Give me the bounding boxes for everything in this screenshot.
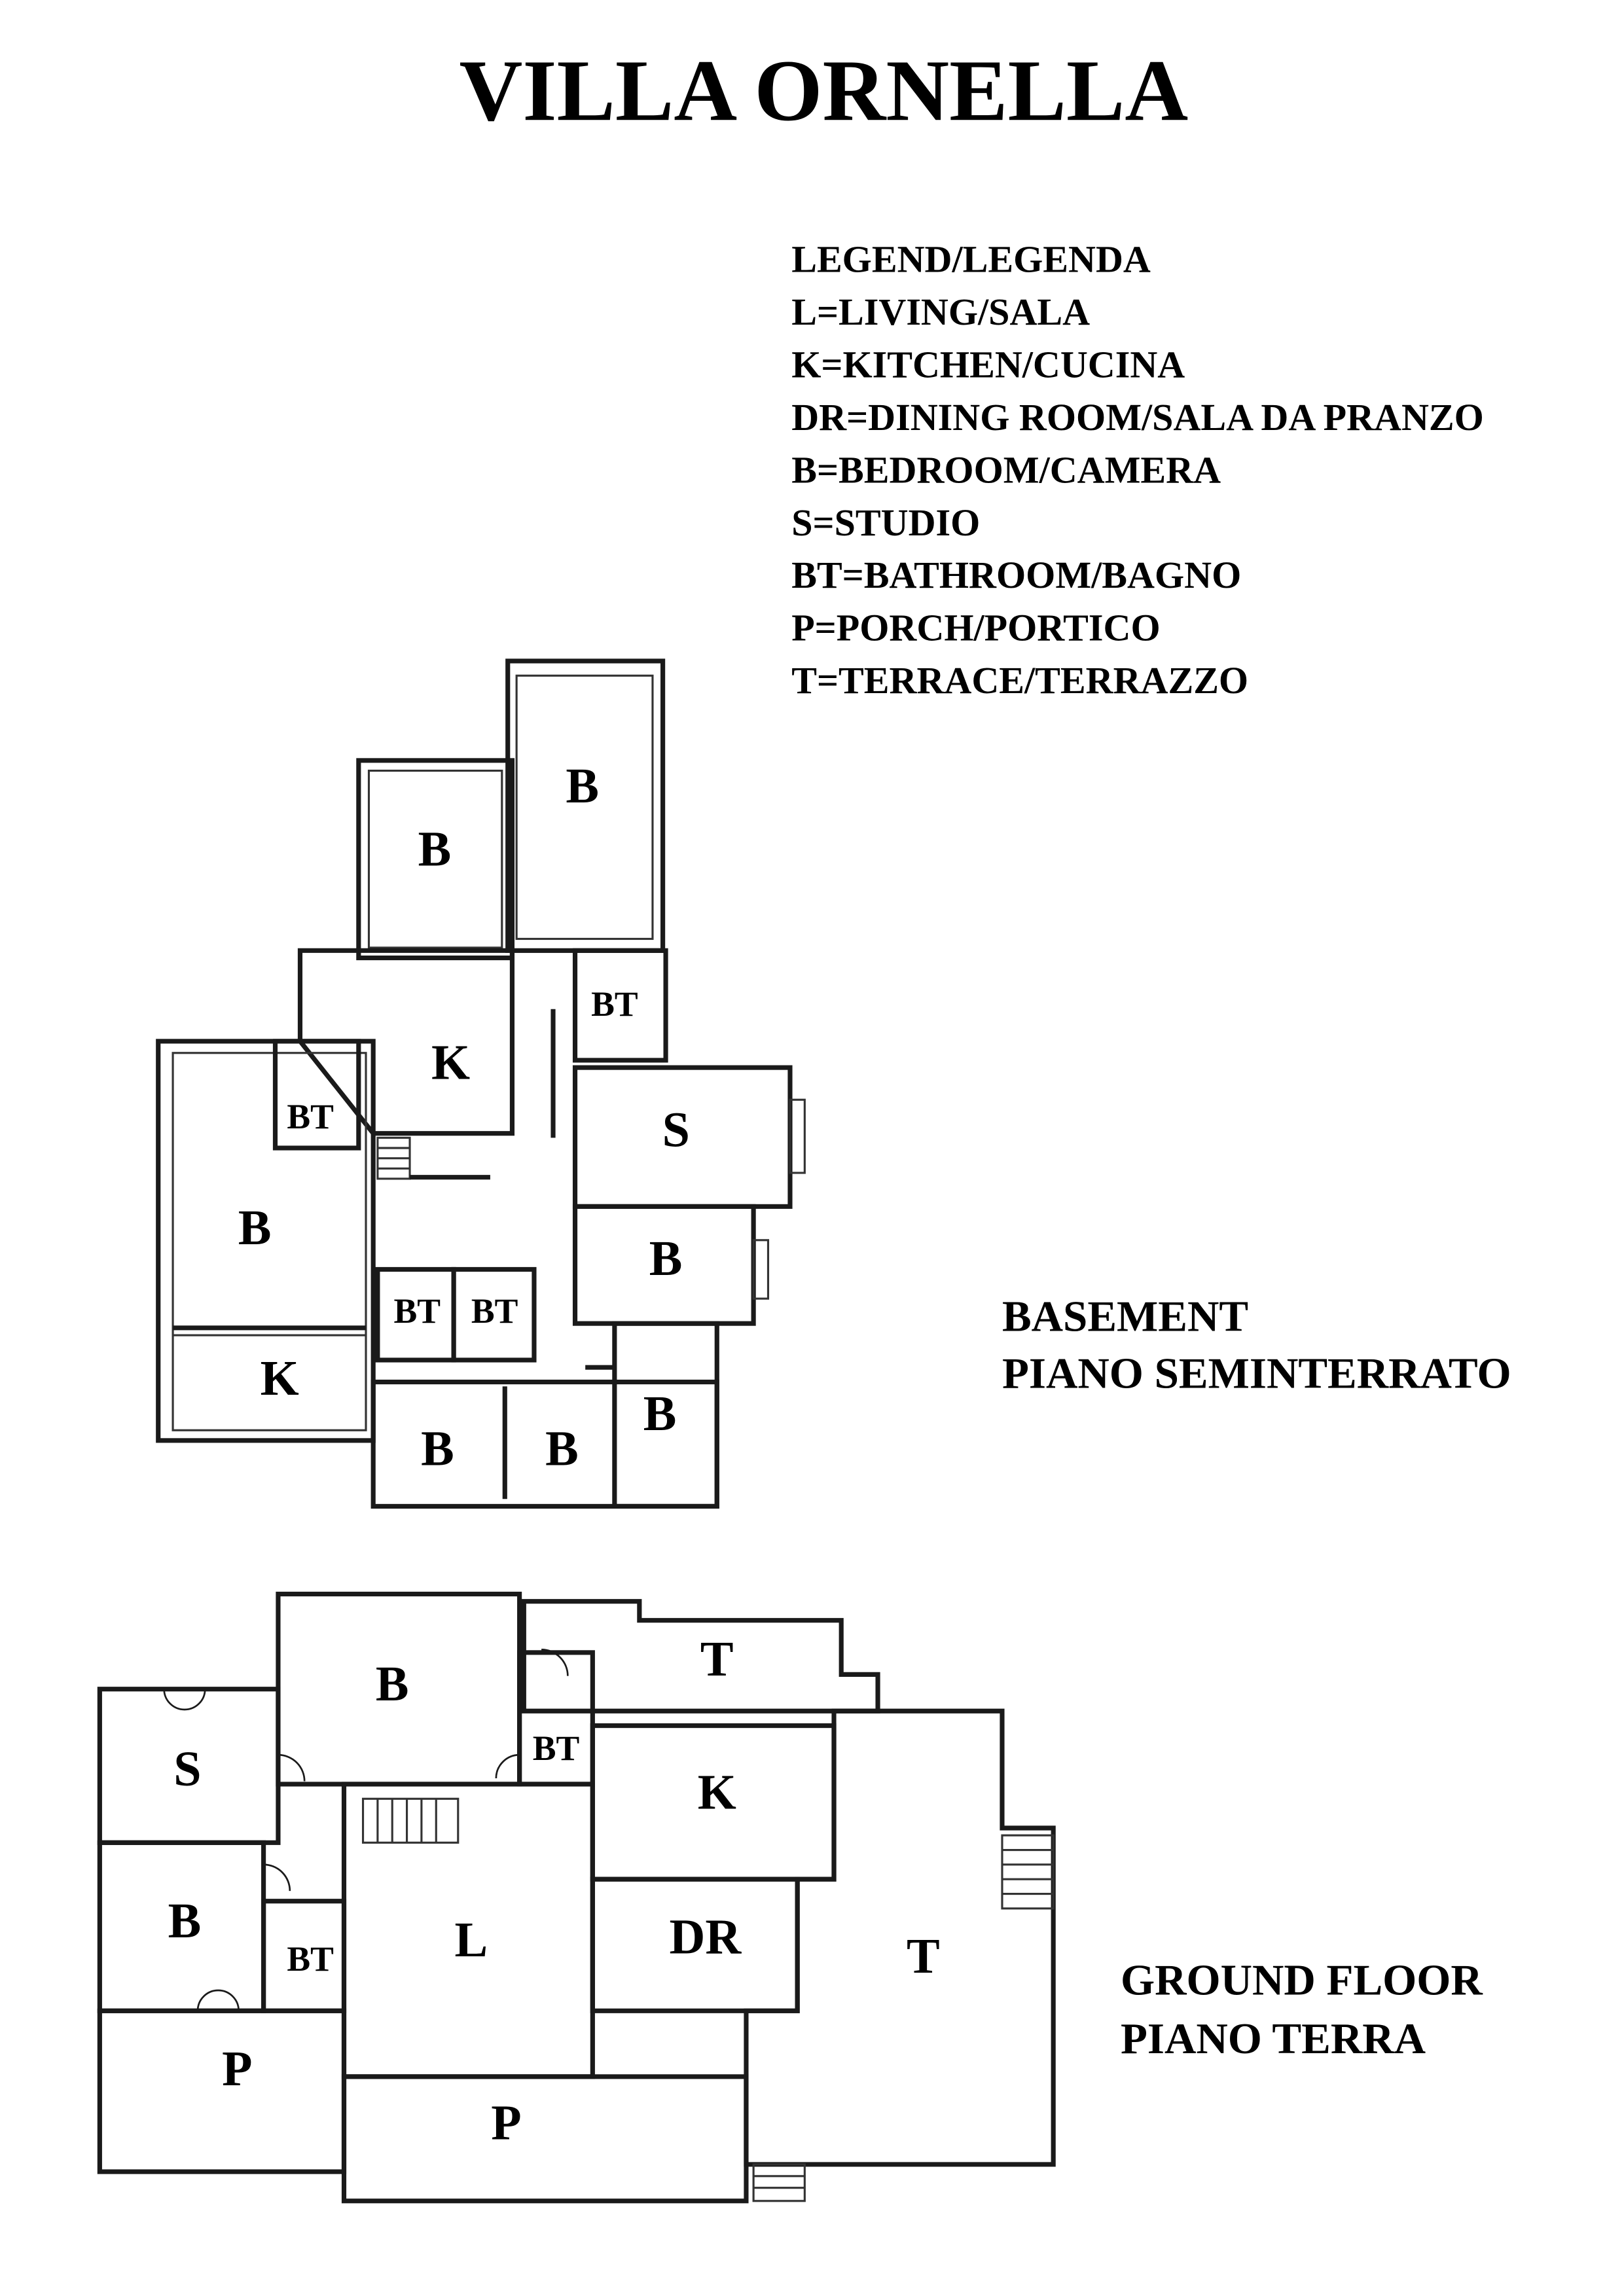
legend-heading: LEGEND/LEGENDA xyxy=(791,238,1151,281)
room-label: P xyxy=(222,2041,252,2096)
room-label: B xyxy=(421,1421,454,1476)
room-label: BT xyxy=(287,1939,334,1979)
room-label: K xyxy=(431,1035,470,1090)
stairs-icon xyxy=(1001,1834,1055,1910)
legend-item: DR=DINING ROOM/SALA DA PRANZO xyxy=(791,396,1484,439)
room-label: B xyxy=(649,1231,683,1286)
room-label: B xyxy=(376,1657,409,1712)
stairs-icon xyxy=(752,2163,806,2202)
legend-item: T=TERRACE/TERRAZZO xyxy=(791,659,1248,702)
legend-item: S=STUDIO xyxy=(791,501,980,544)
basement-plan: B B BT K BT S B B BT BT K B B B BASEMENT… xyxy=(156,658,1511,1509)
room-label: B xyxy=(418,821,452,876)
room-label: B xyxy=(545,1421,579,1476)
room-label: BT xyxy=(287,1097,334,1136)
room-label: B xyxy=(643,1386,677,1441)
room-label: L xyxy=(455,1912,488,1967)
room-label: BT xyxy=(533,1729,580,1768)
legend: LEGEND/LEGENDA L=LIVING/SALA K=KITCHEN/C… xyxy=(791,238,1484,702)
room-label: S xyxy=(173,1742,201,1797)
room-label: DR xyxy=(670,1910,742,1965)
room-label: B xyxy=(168,1893,202,1948)
room-label: K xyxy=(698,1765,736,1820)
stairs-icon xyxy=(361,1797,460,1844)
legend-item: P=PORCH/PORTICO xyxy=(791,607,1160,649)
floor-label: GROUND FLOOR xyxy=(1121,1956,1483,2005)
room-label: B xyxy=(238,1200,272,1255)
legend-item: L=LIVING/SALA xyxy=(791,291,1090,333)
room-label: P xyxy=(491,2095,521,2150)
room-label: T xyxy=(700,1632,734,1687)
floor-label: BASEMENT xyxy=(1002,1292,1248,1340)
room-label: BT xyxy=(393,1291,441,1331)
legend-item: BT=BATHROOM/BAGNO xyxy=(791,554,1241,596)
floor-label: PIANO TERRA xyxy=(1121,2015,1426,2063)
door-icon xyxy=(163,1649,569,2011)
legend-item: K=KITCHEN/CUCINA xyxy=(791,343,1185,386)
room-label: BT xyxy=(471,1291,518,1331)
room-label: K xyxy=(261,1351,299,1406)
document-title: VILLA ORNELLA xyxy=(460,42,1189,139)
ground-floor-plan: B T S BT K B L DR T BT P P GROUND FLOOR … xyxy=(97,1591,1483,2204)
stairs-icon xyxy=(376,1136,411,1180)
legend-item: B=BEDROOM/CAMERA xyxy=(791,448,1221,491)
floor-label: PIANO SEMINTERRATO xyxy=(1002,1349,1511,1397)
room-label: S xyxy=(662,1102,690,1157)
room-label: T xyxy=(907,1929,940,1984)
room-label: BT xyxy=(591,984,638,1024)
room-label: B xyxy=(566,759,599,814)
